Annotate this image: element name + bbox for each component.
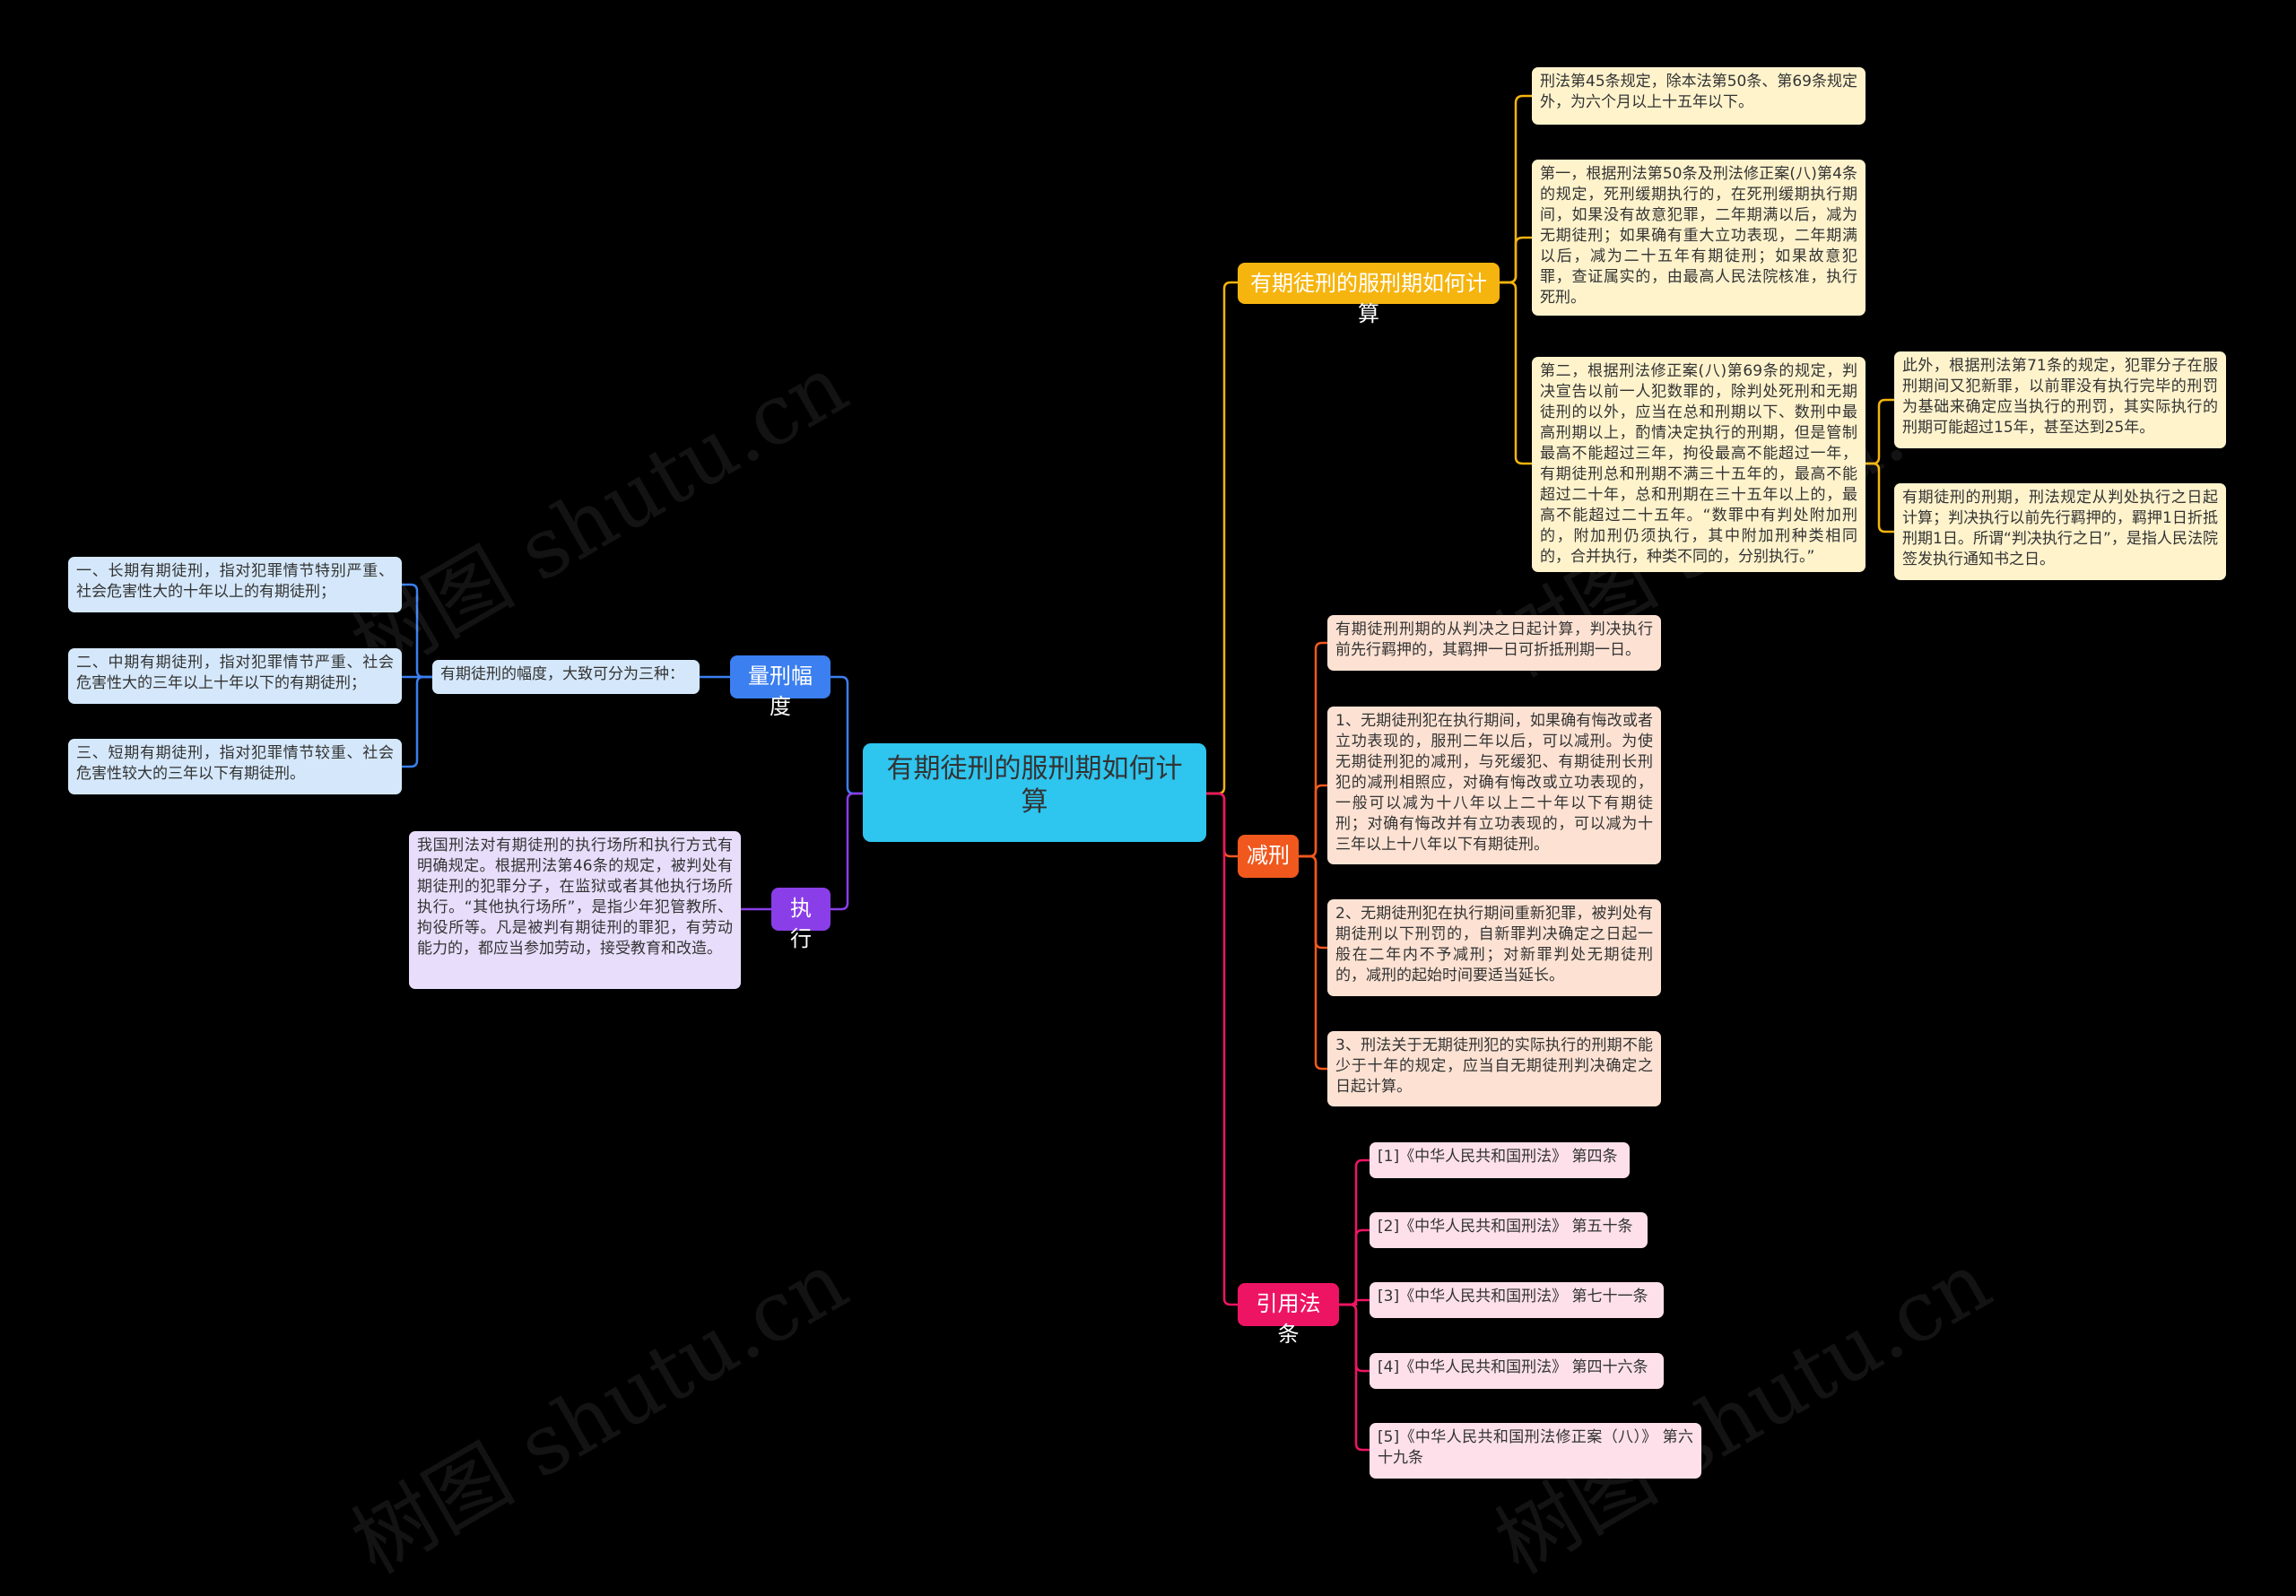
root-topic[interactable]: 有期徒刑的服刑期如何计算: [863, 743, 1206, 842]
calc-sub-item[interactable]: 此外，根据刑法第71条的规定，犯罪分子在服刑期间又犯新罪，以前罪没有执行完毕的刑…: [1894, 351, 2226, 448]
range-item[interactable]: 二、中期有期徒刑，指对犯罪情节严重、社会危害性大的三年以上十年以下的有期徒刑；: [68, 648, 402, 704]
calc-sub-item[interactable]: 有期徒刑的刑期，刑法规定从判处执行之日起计算；判决执行以前先行羁押的，羁押1日折…: [1894, 483, 2226, 580]
reduce-item[interactable]: 2、无期徒刑犯在执行期间重新犯罪，被判处有期徒刑以下刑罚的，自新罪判决确定之日起…: [1327, 899, 1661, 996]
connector-lines: [402, 94, 1894, 1452]
range-summary[interactable]: 有期徒刑的幅度，大致可分为三种：: [432, 660, 700, 694]
exec-item[interactable]: 我国刑法对有期徒刑的执行场所和执行方式有明确规定。根据刑法第46条的规定，被判处…: [409, 831, 741, 989]
branch-reduce[interactable]: 减刑: [1238, 835, 1299, 878]
branch-range[interactable]: 量刑幅度: [730, 655, 831, 719]
law-item[interactable]: [5]《中华人民共和国刑法修正案（八）》 第六十九条: [1370, 1423, 1701, 1479]
law-item[interactable]: [4]《中华人民共和国刑法》 第四十六条: [1370, 1353, 1664, 1389]
range-item[interactable]: 三、短期有期徒刑，指对犯罪情节较重、社会危害性较大的三年以下有期徒刑。: [68, 739, 402, 794]
calc-item[interactable]: 第一，根据刑法第50条及刑法修正案(八)第4条的规定，死刑缓期执行的，在死刑缓期…: [1532, 160, 1866, 316]
reduce-item[interactable]: 有期徒刑刑期的从判决之日起计算，判决执行前先行羁押的，其羁押一日可折抵刑期一日。: [1327, 615, 1661, 671]
range-item[interactable]: 一、长期有期徒刑，指对犯罪情节特别严重、社会危害性大的十年以上的有期徒刑；: [68, 557, 402, 612]
law-item[interactable]: [3]《中华人民共和国刑法》 第七十一条: [1370, 1282, 1664, 1318]
calc-item[interactable]: 刑法第45条规定，除本法第50条、第69条规定外，为六个月以上十五年以下。: [1532, 67, 1866, 125]
reduce-item[interactable]: 1、无期徒刑犯在执行期间，如果确有悔改或者立功表现的，服刑二年以后，可以减刑。为…: [1327, 707, 1661, 864]
branch-law[interactable]: 引用法条: [1238, 1283, 1339, 1347]
branch-calc[interactable]: 有期徒刑的服刑期如何计算: [1238, 263, 1500, 326]
reduce-item[interactable]: 3、刑法关于无期徒刑犯的实际执行的刑期不能少于十年的规定，应当自无期徒刑判决确定…: [1327, 1031, 1661, 1106]
law-item[interactable]: [2]《中华人民共和国刑法》 第五十条: [1370, 1212, 1648, 1248]
branch-exec[interactable]: 执行: [771, 888, 831, 951]
law-item[interactable]: [1]《中华人民共和国刑法》 第四条: [1370, 1142, 1630, 1178]
calc-item[interactable]: 第二，根据刑法修正案(八)第69条的规定，判决宣告以前一人犯数罪的，除判处死刑和…: [1532, 357, 1866, 572]
